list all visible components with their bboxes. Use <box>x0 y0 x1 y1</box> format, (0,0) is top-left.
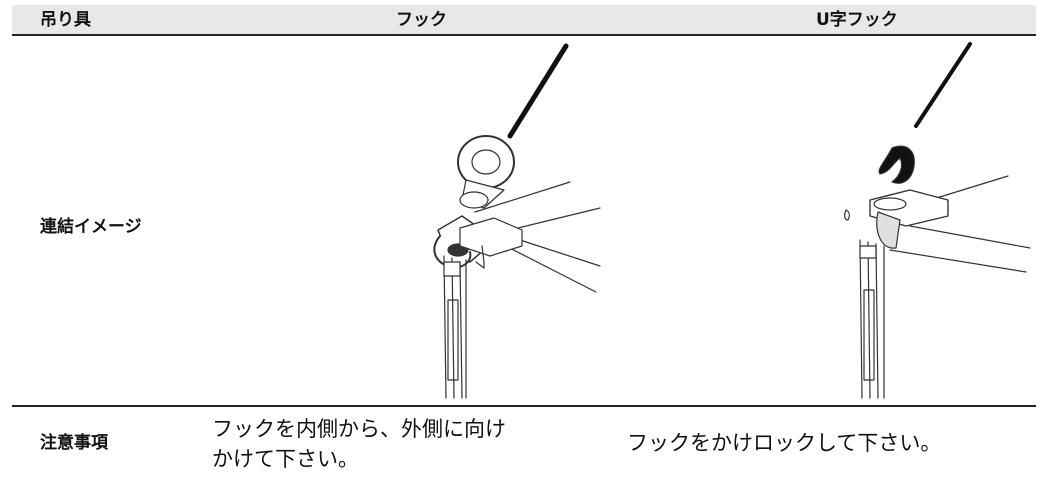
header-u-hook: U字フック <box>816 10 898 30</box>
row-label-notes: 注意事項 <box>40 433 108 453</box>
row-divider <box>12 405 1036 407</box>
hook-note: フックを内側から、外側に向け かけて下さい。 <box>212 417 506 471</box>
hook-connection-illustration <box>433 43 601 399</box>
header-lifting-tool: 吊り具 <box>40 10 91 30</box>
header-hook: フック <box>396 10 447 30</box>
row-label-connection-image: 連結イメージ <box>40 217 142 237</box>
u-hook-connection-illustration <box>844 42 1031 399</box>
u-hook-note: フックをかけロックして下さい。 <box>627 431 942 455</box>
table-header-row: 吊り具 フック U字フック <box>12 5 1036 36</box>
